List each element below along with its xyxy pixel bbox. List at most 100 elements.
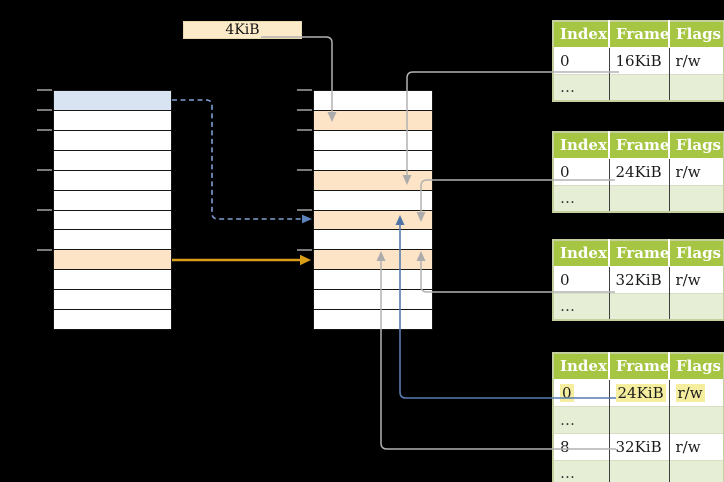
page-table-level2: Index Frame Flags 0 24KiB r/w … 8 32KiB … [552, 352, 724, 482]
col-header-flags: Flags [669, 21, 724, 48]
flags-cell [669, 459, 724, 482]
col-header-frame: Frame [609, 21, 670, 48]
table-row-highlighted: 0 24KiB r/w [553, 378, 724, 406]
arrow-dashed-translation-icon [172, 99, 312, 224]
index-cell: … [553, 405, 610, 433]
flags-cell: r/w [669, 265, 724, 293]
virtual-page-row [54, 111, 171, 131]
address-tick [37, 109, 52, 111]
col-header-frame: Frame [609, 240, 670, 267]
flags-cell: r/w [669, 157, 724, 185]
address-tick [37, 129, 52, 131]
address-tick [37, 169, 52, 171]
flags-cell: r/w [669, 432, 724, 460]
physical-frame-row-used [314, 110, 432, 131]
page-table-32kib: Index Frame Flags 0 32KiB r/w … [552, 239, 724, 321]
highlighted-value: 24KiB [615, 383, 666, 402]
virtual-page-row [54, 270, 171, 291]
col-header-index: Index [553, 240, 610, 267]
index-cell: … [553, 292, 610, 320]
table-row-ellipsis: … [553, 73, 724, 101]
frame-cell: 24KiB [609, 157, 670, 185]
index-cell: 8 [553, 432, 610, 460]
index-cell: 0 [553, 378, 610, 406]
index-cell: … [553, 73, 610, 101]
page-size-label-box: 4KiB [183, 21, 302, 39]
table-header-row: Index Frame Flags [553, 21, 724, 48]
virtual-page-row [54, 131, 171, 151]
virtual-page-row-selected [54, 91, 171, 111]
address-tick [37, 249, 52, 251]
frame-cell: 24KiB [609, 378, 670, 406]
virtual-page-row [54, 211, 171, 231]
table-row: 8 32KiB r/w [553, 432, 724, 460]
table-header-row: Index Frame Flags [553, 240, 724, 267]
virtual-page-row [54, 230, 171, 251]
col-header-flags: Flags [669, 240, 724, 267]
address-tick [297, 89, 312, 91]
index-cell: … [553, 184, 610, 212]
table-row: 0 32KiB r/w [553, 265, 724, 293]
address-tick [37, 89, 52, 91]
index-cell: 0 [553, 157, 610, 185]
physical-frame-row [314, 270, 432, 291]
address-tick [297, 129, 312, 131]
physical-frame-row-used [314, 210, 432, 231]
address-tick [297, 169, 312, 171]
highlighted-value: 0 [560, 383, 574, 402]
virtual-page-row [54, 310, 171, 329]
flags-cell [669, 73, 724, 101]
highlighted-value: r/w [675, 383, 705, 402]
index-cell: … [553, 459, 610, 482]
flags-cell [669, 184, 724, 212]
table-header-row: Index Frame Flags [553, 353, 724, 380]
frame-cell [609, 459, 670, 482]
table-row-ellipsis: … [553, 405, 724, 433]
table-header-row: Index Frame Flags [553, 132, 724, 159]
flags-cell [669, 405, 724, 433]
table-row: 0 24KiB r/w [553, 157, 724, 185]
physical-frame-row [314, 91, 432, 111]
col-header-frame: Frame [609, 132, 670, 159]
index-cell: 0 [553, 46, 610, 74]
col-header-frame: Frame [609, 353, 670, 380]
physical-frame-row [314, 131, 432, 151]
frame-cell [609, 292, 670, 320]
frame-cell: 32KiB [609, 432, 670, 460]
frame-cell: 16KiB [609, 46, 670, 74]
virtual-memory-table [53, 90, 172, 330]
page-size-label: 4KiB [225, 22, 260, 38]
arrow-orange-mapping-icon [172, 254, 311, 266]
flags-cell [669, 292, 724, 320]
index-cell: 0 [553, 265, 610, 293]
frame-cell: 32KiB [609, 265, 670, 293]
flags-cell: r/w [669, 46, 724, 74]
physical-frame-row-used [314, 250, 432, 271]
address-tick [297, 249, 312, 251]
physical-frame-row [314, 230, 432, 251]
col-header-flags: Flags [669, 132, 724, 159]
physical-memory-table [313, 90, 433, 330]
table-row: 0 16KiB r/w [553, 46, 724, 74]
physical-frame-row [314, 290, 432, 311]
virtual-page-row [54, 171, 171, 191]
col-header-index: Index [553, 132, 610, 159]
frame-cell [609, 405, 670, 433]
virtual-page-row [54, 290, 171, 311]
physical-frame-row [314, 310, 432, 329]
physical-frame-row-used [314, 170, 432, 191]
col-header-index: Index [553, 353, 610, 380]
frame-cell [609, 73, 670, 101]
physical-frame-row [314, 191, 432, 211]
table-row-ellipsis: … [553, 184, 724, 212]
address-tick [297, 209, 312, 211]
address-tick [297, 109, 312, 111]
virtual-page-row [54, 191, 171, 211]
virtual-page-row [54, 151, 171, 171]
page-table-16kib: Index Frame Flags 0 16KiB r/w … [552, 20, 724, 102]
table-row-ellipsis: … [553, 459, 724, 482]
col-header-index: Index [553, 21, 610, 48]
page-table-24kib: Index Frame Flags 0 24KiB r/w … [552, 131, 724, 213]
virtual-page-row-mapped [54, 250, 171, 271]
